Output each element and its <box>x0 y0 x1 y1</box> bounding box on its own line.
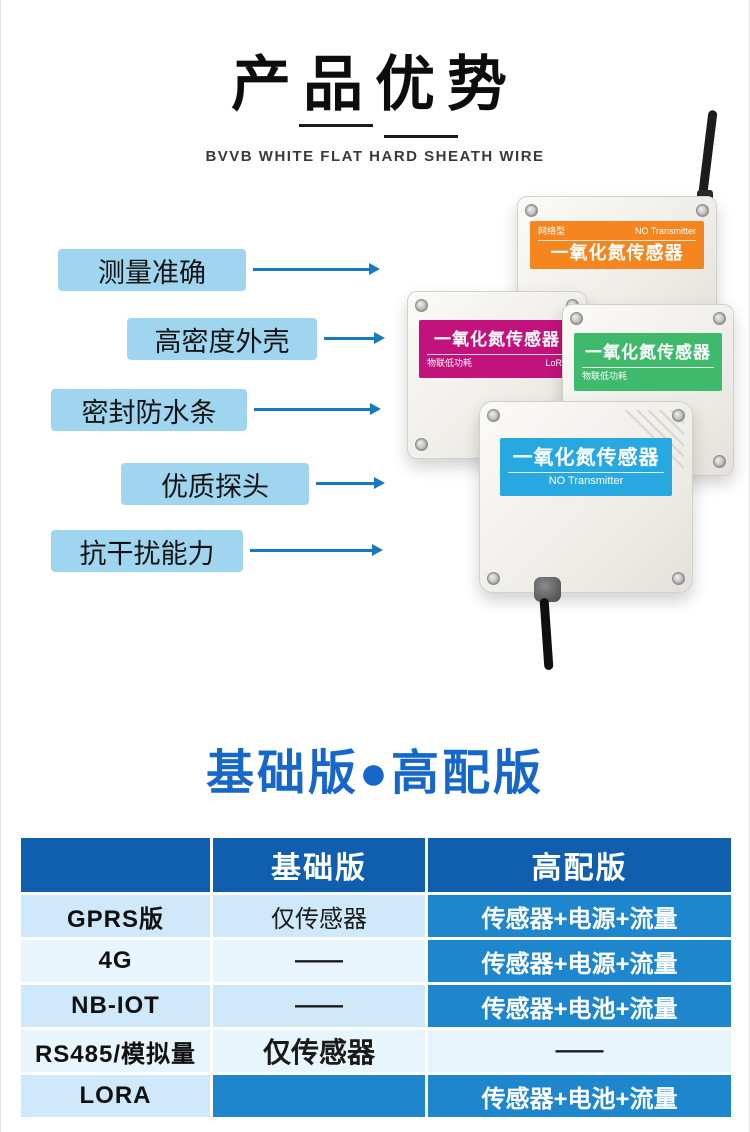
device-sub-en-label: NO Transmitter <box>548 475 624 487</box>
feature-high-density-shell: 高密度外壳 <box>127 318 317 360</box>
device-type-label: 网络型 <box>538 226 566 236</box>
device-sub-label: 物联低功耗 <box>427 358 473 368</box>
device-type-en-label: NO Transmitter <box>634 226 696 236</box>
table-cell-basic: —— <box>213 940 425 982</box>
table-row-name: RS485/模拟量 <box>21 1030 210 1072</box>
table-cell-premium: 传感器+电源+流量 <box>428 940 731 982</box>
table-cell-premium: 传感器+电池+流量 <box>428 985 731 1027</box>
device-sub-en-label: LoRa <box>545 358 567 368</box>
screw-icon <box>487 409 500 422</box>
cable <box>539 597 554 671</box>
table-corner-cell <box>21 838 210 892</box>
arrow-icon <box>250 544 383 556</box>
table-cell-basic: 仅传感器 <box>213 895 425 937</box>
table-cell-premium: 传感器+电池+流量 <box>428 1075 731 1117</box>
table-cell-basic: —— <box>213 985 425 1027</box>
table-cell-basic <box>213 1075 425 1117</box>
device-title: 一氧化氮传感器 <box>434 330 560 349</box>
screw-icon <box>415 299 428 312</box>
arrow-icon <box>316 477 385 489</box>
feature-waterproof-seal: 密封防水条 <box>51 389 247 431</box>
device-title: 一氧化氮传感器 <box>512 447 660 469</box>
title-decoration-left <box>299 124 373 127</box>
device-title: 一氧化氮传感器 <box>550 243 684 263</box>
table-row-name: LORA <box>21 1075 210 1117</box>
feature-accurate-measurement: 测量准确 <box>58 249 246 291</box>
screw-icon <box>672 572 685 585</box>
table-cell-premium: —— <box>428 1030 731 1072</box>
table-cell-basic: 仅传感器 <box>213 1030 425 1072</box>
table-header-basic: 基础版 <box>213 838 425 892</box>
screw-icon <box>487 572 500 585</box>
sensor-device-wired: 一氧化氮传感器 NO Transmitter <box>479 401 693 593</box>
feature-quality-probe: 优质探头 <box>121 463 309 505</box>
screw-icon <box>415 438 428 451</box>
device-label-wired: 一氧化氮传感器 NO Transmitter <box>500 438 672 496</box>
device-label-green: 一氧化氮传感器 物联低功耗 <box>574 333 722 391</box>
label-divider <box>427 354 567 355</box>
screw-icon <box>696 204 709 217</box>
table-row-name: NB-IOT <box>21 985 210 1027</box>
page-title: 产品优势 <box>231 51 519 118</box>
page-subtitle: BVVB WHITE FLAT HARD SHEATH WIRE <box>205 148 545 165</box>
comparison-table: 基础版 高配版 GPRS版 仅传感器 传感器+电源+流量 4G —— 传感器+电… <box>21 838 731 1117</box>
table-header-premium: 高配版 <box>428 838 731 892</box>
comparison-section-title: 基础版●高配版 <box>206 747 544 800</box>
table-cell-premium: 传感器+电源+流量 <box>428 895 731 937</box>
device-label-network: 网络型 NO Transmitter 一氧化氮传感器 <box>530 221 704 269</box>
label-divider <box>582 367 714 368</box>
screw-icon <box>525 204 538 217</box>
cable-gland <box>534 577 561 602</box>
arrow-icon <box>253 263 380 275</box>
table-row-name: 4G <box>21 940 210 982</box>
device-label-lora: 一氧化氮传感器 物联低功耗 LoRa <box>419 320 575 378</box>
screw-icon <box>672 409 685 422</box>
arrow-icon <box>254 403 381 415</box>
device-sub-label: 物联低功耗 <box>582 371 628 381</box>
arrow-icon <box>324 332 385 344</box>
screw-icon <box>713 312 726 325</box>
device-title: 一氧化氮传感器 <box>585 343 711 362</box>
screw-icon <box>713 455 726 468</box>
screw-icon <box>570 312 583 325</box>
title-decoration-right <box>384 135 458 138</box>
label-divider <box>508 472 664 473</box>
table-row-name: GPRS版 <box>21 895 210 937</box>
feature-anti-interference: 抗干扰能力 <box>51 530 243 572</box>
